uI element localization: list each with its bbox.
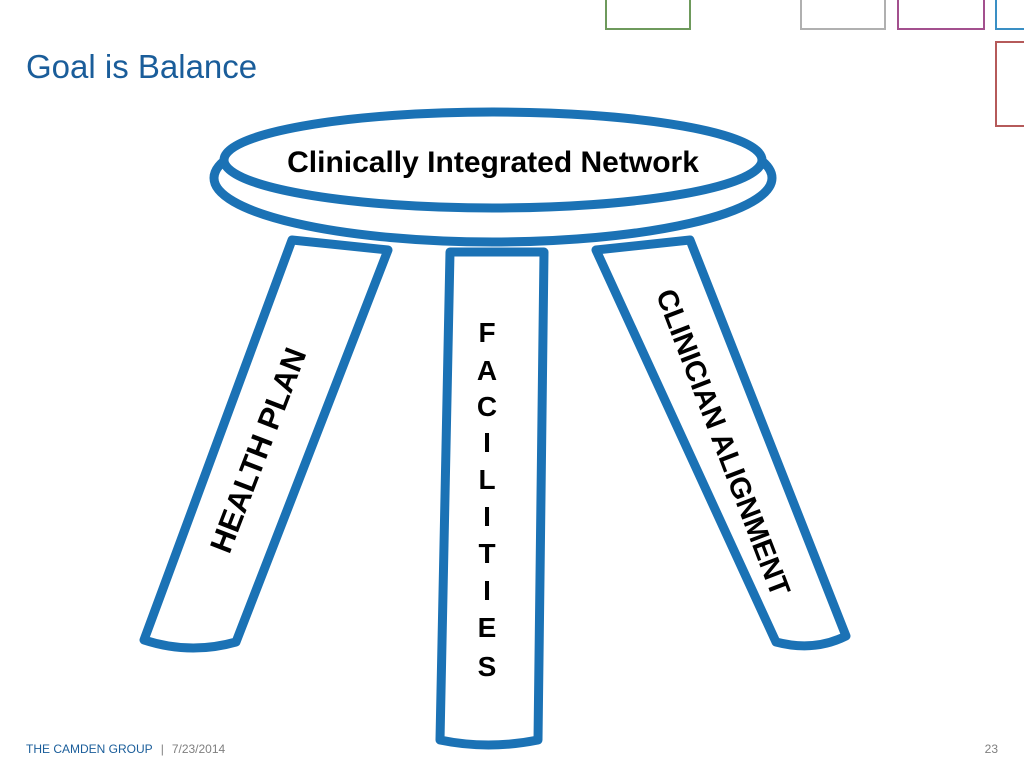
- footer-org: THE CAMDEN GROUP: [26, 742, 153, 756]
- page-number: 23: [984, 742, 998, 756]
- seat-label: Clinically Integrated Network: [287, 146, 699, 179]
- leg-center-letter: I: [483, 575, 491, 606]
- leg-center-letter: I: [483, 427, 491, 458]
- decor-square-green: [605, 0, 691, 30]
- leg-center-letter: A: [477, 355, 497, 386]
- footer-date: 7/23/2014: [171, 742, 226, 756]
- stool-leg-right: [591, 235, 851, 651]
- decor-square-purple: [897, 0, 985, 30]
- decor-square-blue: [995, 0, 1024, 30]
- leg-center-letter: L: [478, 464, 495, 495]
- decor-square-gray: [800, 0, 886, 30]
- leg-center-label: F A C I L I T I E S: [477, 317, 497, 682]
- stool-leg-left: [139, 235, 393, 653]
- footer: THE CAMDEN GROUP | 7/23/2014: [26, 742, 225, 756]
- stool-leg-center: [435, 247, 549, 750]
- footer-separator: |: [160, 742, 164, 756]
- leg-center-letter: T: [478, 538, 495, 569]
- leg-center-letter: F: [478, 317, 495, 348]
- leg-center-letter: I: [483, 501, 491, 532]
- leg-center-letter: S: [478, 651, 497, 682]
- stool-seat-top: [219, 107, 767, 213]
- decor-square-red: [995, 41, 1024, 127]
- leg-center-letter: E: [478, 612, 497, 643]
- leg-center-letter: C: [477, 391, 497, 422]
- slide-title: Goal is Balance: [26, 48, 258, 85]
